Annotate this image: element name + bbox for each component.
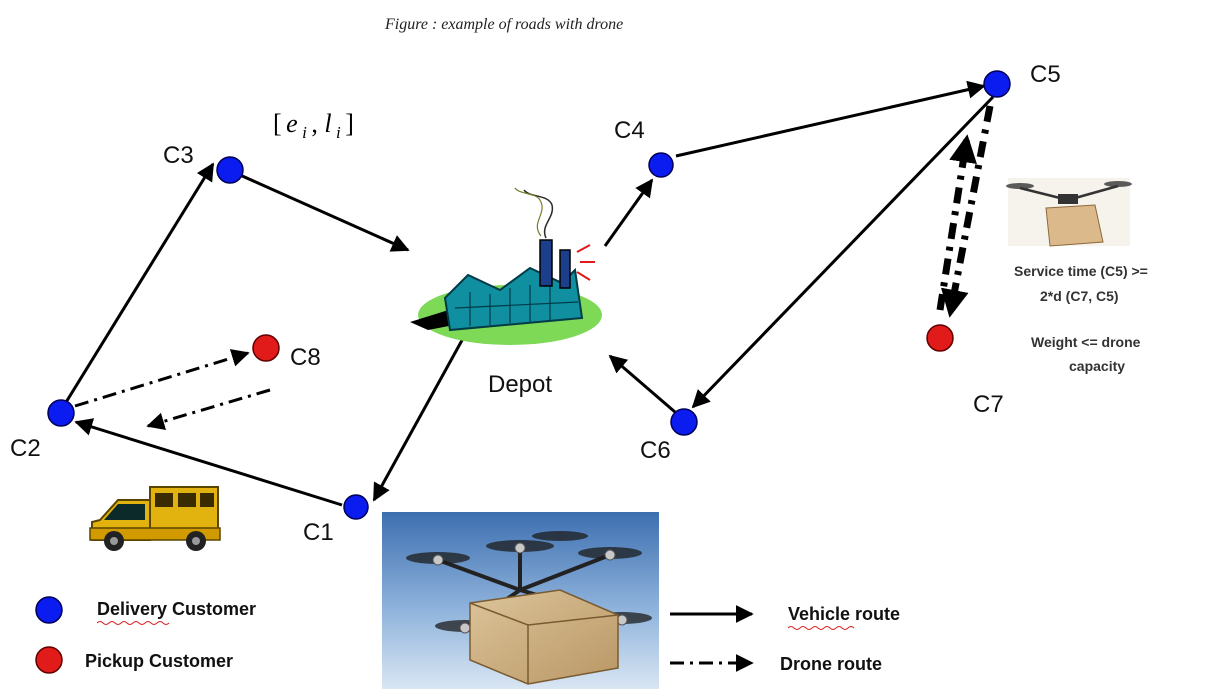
legend-drone-label: Drone route (780, 654, 882, 674)
route-c5-c6 (691, 95, 995, 409)
node-c1 (343, 494, 369, 520)
legend-pickup-marker (35, 646, 63, 674)
tw-l-sub: i (336, 123, 341, 142)
label-c3: C3 (163, 142, 194, 169)
legend-vehicle-label: Vehicle route (788, 604, 900, 624)
node-c3 (216, 156, 244, 184)
tw-separator: , (311, 109, 324, 138)
drone-routes (74, 105, 994, 431)
node-c8 (252, 334, 280, 362)
route-c6-depot (608, 354, 676, 414)
drone-constraints: Service time (C5) >= 2*d (C7, C5) Weight… (1014, 263, 1148, 374)
drone-with-package-photo (382, 512, 659, 689)
label-c5: C5 (1030, 61, 1061, 88)
svg-text:[ e i ,: [ e i , l i ] (273, 109, 354, 142)
tw-e: e (286, 109, 298, 138)
legend-delivery-marker (35, 596, 63, 624)
route-c3-depot (239, 173, 410, 252)
drone-route-c7-c5 (936, 134, 977, 311)
tw-e-sub: i (302, 123, 307, 142)
delivery-van-icon (89, 486, 221, 551)
legend-delivery-label: Delivery Customer (97, 599, 256, 619)
tw-open-bracket: [ (273, 109, 282, 138)
vehicle-routes (58, 80, 995, 507)
small-drone-photo (1006, 178, 1132, 247)
route-c4-c5 (675, 80, 986, 158)
node-labels: C1 C2 C3 C4 C5 C6 C7 C8 Depot (10, 61, 1061, 546)
node-c5 (983, 70, 1011, 98)
legend: Delivery Customer Pickup Customer Vehicl… (35, 596, 900, 674)
customer-nodes (47, 70, 1011, 520)
figure-caption: Figure : example of roads with drone (384, 16, 623, 33)
label-c1: C1 (303, 519, 334, 546)
time-window-label: [ e i , l i ] (273, 109, 354, 142)
drone-route-c8-c2 (146, 388, 271, 431)
node-c4 (648, 152, 674, 178)
label-depot: Depot (488, 371, 552, 398)
weight-line2: capacity (1069, 358, 1125, 374)
route-depot-c4 (603, 178, 654, 247)
route-depot-c1 (372, 332, 468, 502)
label-c6: C6 (640, 437, 671, 464)
label-c8: C8 (290, 344, 321, 371)
service-time-line1: Service time (C5) >= (1014, 263, 1148, 279)
depot-factory-icon (410, 187, 602, 345)
label-c7: C7 (973, 391, 1004, 418)
drone-route-c2-c8 (74, 349, 250, 408)
tw-close-bracket: ] (345, 109, 354, 138)
legend-pickup-label: Pickup Customer (85, 651, 233, 671)
weight-line1: Weight <= drone (1031, 334, 1141, 350)
service-time-line2: 2*d (C7, C5) (1040, 288, 1119, 304)
tw-l: l (324, 109, 331, 138)
node-c7 (926, 324, 954, 352)
route-c1-c2 (74, 418, 343, 507)
node-c2 (47, 399, 75, 427)
route-c2-c3 (58, 162, 215, 413)
node-c6 (670, 408, 698, 436)
label-c2: C2 (10, 435, 41, 462)
label-c4: C4 (614, 117, 645, 144)
